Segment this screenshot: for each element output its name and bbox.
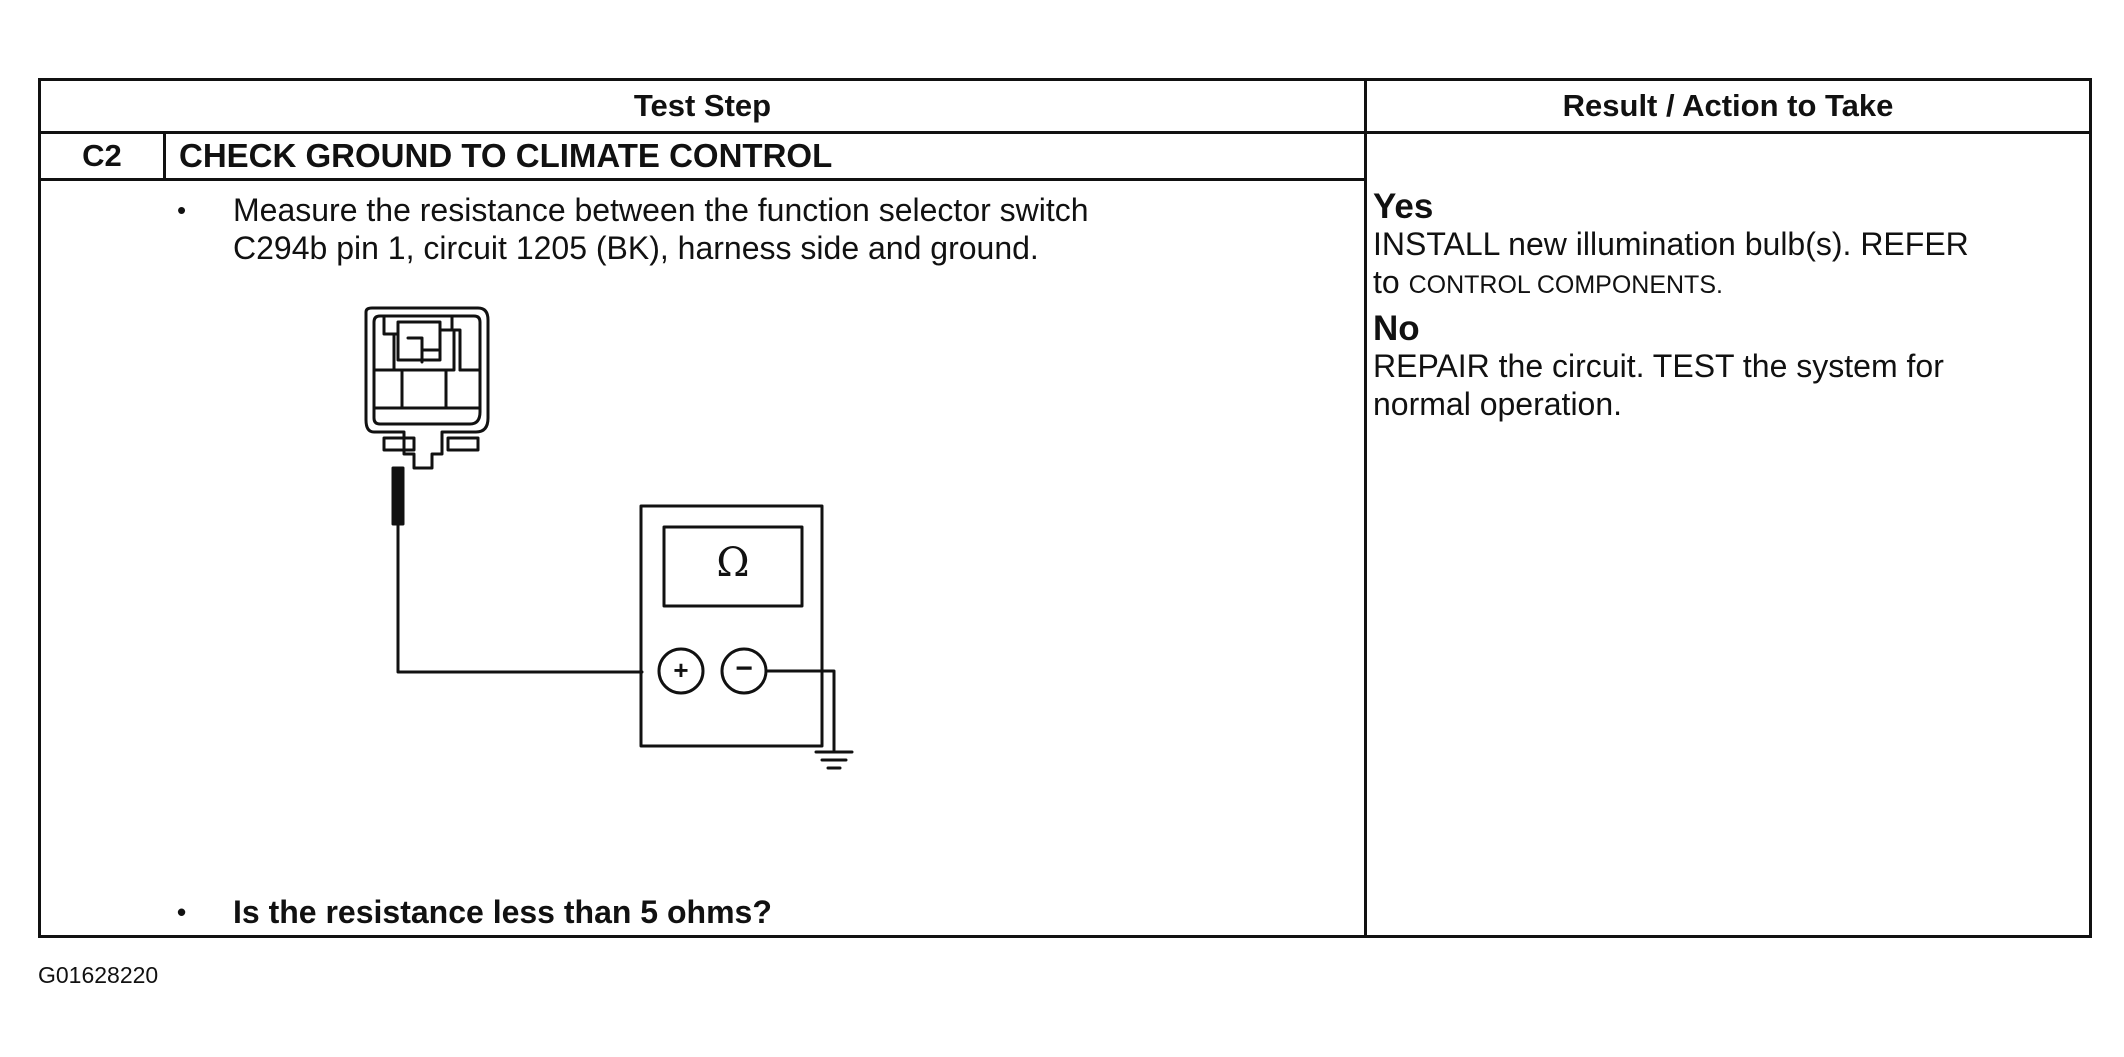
plus-terminal-symbol: + [673, 655, 688, 685]
no-action-line-2: normal operation. [1373, 386, 1623, 422]
yes-action-to: to [1373, 264, 1400, 300]
no-label: No [1373, 309, 1420, 348]
question-text: Is the resistance less than 5 ohms? [233, 894, 772, 930]
yes-action-line-1: INSTALL new illumination bulb(s). REFER [1373, 226, 1969, 262]
instruction-line-2: C294b pin 1, circuit 1205 (BK), harness … [233, 230, 1039, 266]
result-yes: Yes INSTALL new illumination bulb(s). RE… [1373, 189, 1969, 304]
step-id-divider [163, 131, 166, 179]
ohmmeter-icon [639, 504, 824, 748]
instruction-line-1: Measure the resistance between the funct… [233, 192, 1089, 228]
test-lead-negative [764, 669, 836, 752]
yes-action-line-2: to CONTROL COMPONENTS. [1373, 263, 1969, 304]
result-no: No REPAIR the circuit. TEST the system f… [1373, 311, 1944, 423]
header-divider [41, 131, 2089, 134]
column-divider [1364, 81, 1367, 935]
bullet-dot: • [177, 897, 187, 927]
connector-icon [364, 306, 490, 470]
yes-label: Yes [1373, 187, 1434, 226]
header-result-action: Result / Action to Take [1562, 88, 1894, 123]
step-id: C2 [82, 138, 122, 173]
test-step-table: Test Step Result / Action to Take C2 CHE… [38, 78, 2092, 938]
step-title: CHECK GROUND TO CLIMATE CONTROL [179, 137, 833, 174]
test-probe [391, 466, 405, 526]
step-row-divider [41, 178, 1364, 181]
figure-id: G01628220 [38, 962, 159, 988]
test-lead-positive [396, 522, 644, 674]
ohm-symbol: Ω [716, 540, 749, 586]
control-components-reference: CONTROL COMPONENTS. [1408, 271, 1723, 299]
bullet-dot: • [177, 195, 187, 225]
no-action-line-1: REPAIR the circuit. TEST the system for [1373, 348, 1944, 384]
minus-terminal-symbol: − [735, 652, 753, 685]
ground-symbol-icon [814, 750, 854, 770]
header-test-step: Test Step [633, 88, 772, 123]
question-bullet: • Is the resistance less than 5 ohms? [177, 893, 1337, 933]
instruction-bullet: • Measure the resistance between the fun… [177, 191, 1337, 271]
resistance-test-diagram: Ω + − [364, 306, 854, 770]
